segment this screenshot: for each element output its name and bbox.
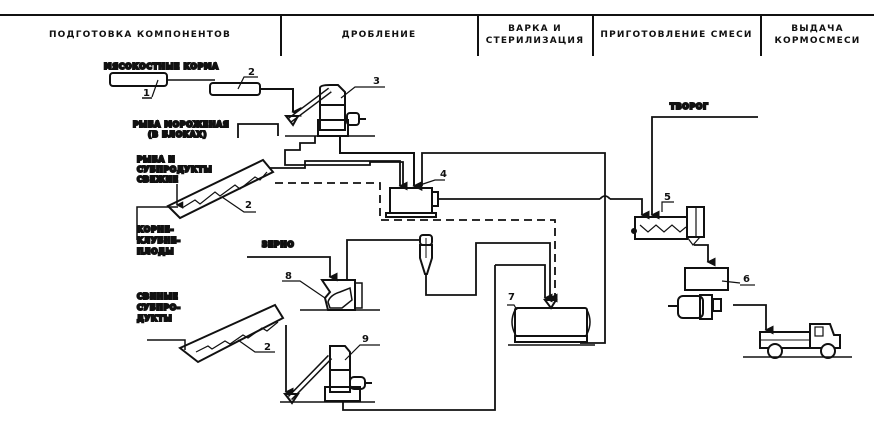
equipment-1-feed-bin: 1 bbox=[109, 72, 215, 99]
feed-truck-icon bbox=[743, 323, 852, 359]
label-pork-byproducts-3: дукты bbox=[137, 314, 172, 323]
label-meat-bone-feed: Мясокостные корма bbox=[104, 62, 219, 71]
stage-divider bbox=[760, 16, 762, 56]
number-2-middle: 2 bbox=[245, 200, 252, 211]
equipment-7-cooking-tank: 7 bbox=[507, 292, 595, 346]
label-grain: Зерно bbox=[262, 240, 295, 249]
number-7: 7 bbox=[508, 292, 515, 303]
label-root-crops-1: Корне- bbox=[137, 225, 174, 234]
cyclone-separator bbox=[419, 234, 433, 275]
label-fresh-fish-3: свежие bbox=[137, 175, 179, 184]
label-curd: Творог bbox=[670, 102, 709, 111]
label-root-crops-2: клубне- bbox=[137, 236, 181, 245]
label-pork-byproducts-2: субпро- bbox=[137, 303, 181, 312]
label-frozen-fish-blocks: (в блоках) bbox=[148, 130, 207, 139]
stage-feed-dispensing: Выдача кормосмеси bbox=[774, 24, 861, 46]
number-9: 9 bbox=[362, 334, 369, 345]
number-3: 3 bbox=[373, 76, 380, 87]
equipment-2-conveyor-top: 2 bbox=[209, 67, 302, 117]
stage-divider bbox=[280, 16, 282, 56]
number-8: 8 bbox=[285, 271, 292, 282]
number-1: 1 bbox=[143, 88, 150, 99]
stage-preparation: Подготовка компонентов bbox=[48, 30, 232, 40]
stage-divider bbox=[477, 16, 479, 56]
process-stage-header: Подготовка компонентов Дробление Варка и… bbox=[0, 14, 874, 56]
stage-crushing: Дробление bbox=[341, 30, 417, 40]
number-4: 4 bbox=[440, 169, 447, 180]
equipment-2-screw-conveyor-middle: 2 bbox=[136, 158, 275, 240]
stage-cooking-sterilization: Варка и стерилизация bbox=[485, 24, 585, 46]
label-frozen-fish: Рыба мороженая bbox=[133, 120, 229, 129]
number-2-bottom: 2 bbox=[264, 342, 271, 353]
number-2-top: 2 bbox=[248, 67, 255, 78]
number-6: 6 bbox=[743, 274, 750, 285]
label-fresh-fish-1: Рыба и bbox=[137, 155, 175, 164]
label-fresh-fish-2: субпродукты bbox=[137, 165, 212, 174]
equipment-9-meat-grinder: 9 bbox=[280, 334, 380, 405]
equipment-3-block-crusher: 3 bbox=[283, 76, 385, 137]
stage-mix-preparation: Приготовление смеси bbox=[600, 30, 753, 40]
equipment-8-grain-crusher: 8 bbox=[282, 271, 380, 311]
equipment-5-mixer: 5 bbox=[631, 192, 705, 246]
number-5: 5 bbox=[664, 192, 671, 203]
equipment-6-dispenser: 6 bbox=[668, 267, 755, 320]
label-pork-byproducts-1: Свиные bbox=[137, 292, 178, 301]
equipment-4-cooker-sterilizer: 4 bbox=[385, 169, 447, 218]
equipment-2-screw-conveyor-bottom: 2 bbox=[147, 303, 285, 364]
stage-divider bbox=[592, 16, 594, 56]
label-root-crops-3: плоды bbox=[137, 247, 174, 256]
